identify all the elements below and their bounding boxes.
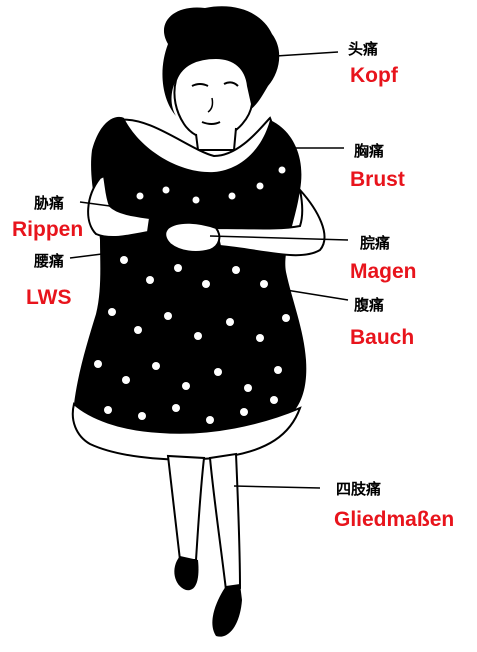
face <box>174 58 252 139</box>
label-limbs-zh: 四肢痛 <box>336 478 381 499</box>
label-head-zh: 头痛 <box>348 38 378 59</box>
label-chest-zh: 胸痛 <box>354 140 384 161</box>
shoe-right <box>212 584 242 637</box>
leg-right <box>210 454 240 590</box>
label-epigastric-zh: 脘痛 <box>360 232 390 253</box>
label-ribs-de: Rippen <box>12 218 83 242</box>
label-abdomen-de: Bauch <box>350 326 414 350</box>
label-lws-de: LWS <box>26 286 72 310</box>
label-lws-zh: 腰痛 <box>34 250 64 271</box>
label-epigastric-de: Magen <box>350 260 417 284</box>
label-abdomen-zh: 腹痛 <box>354 294 384 315</box>
leg-left <box>168 456 204 560</box>
shoe-left <box>174 556 198 590</box>
label-ribs-zh: 胁痛 <box>34 192 64 213</box>
label-chest-de: Brust <box>350 168 405 192</box>
label-limbs-de: Gliedmaßen <box>334 508 454 532</box>
label-head-de: Kopf <box>350 64 398 88</box>
